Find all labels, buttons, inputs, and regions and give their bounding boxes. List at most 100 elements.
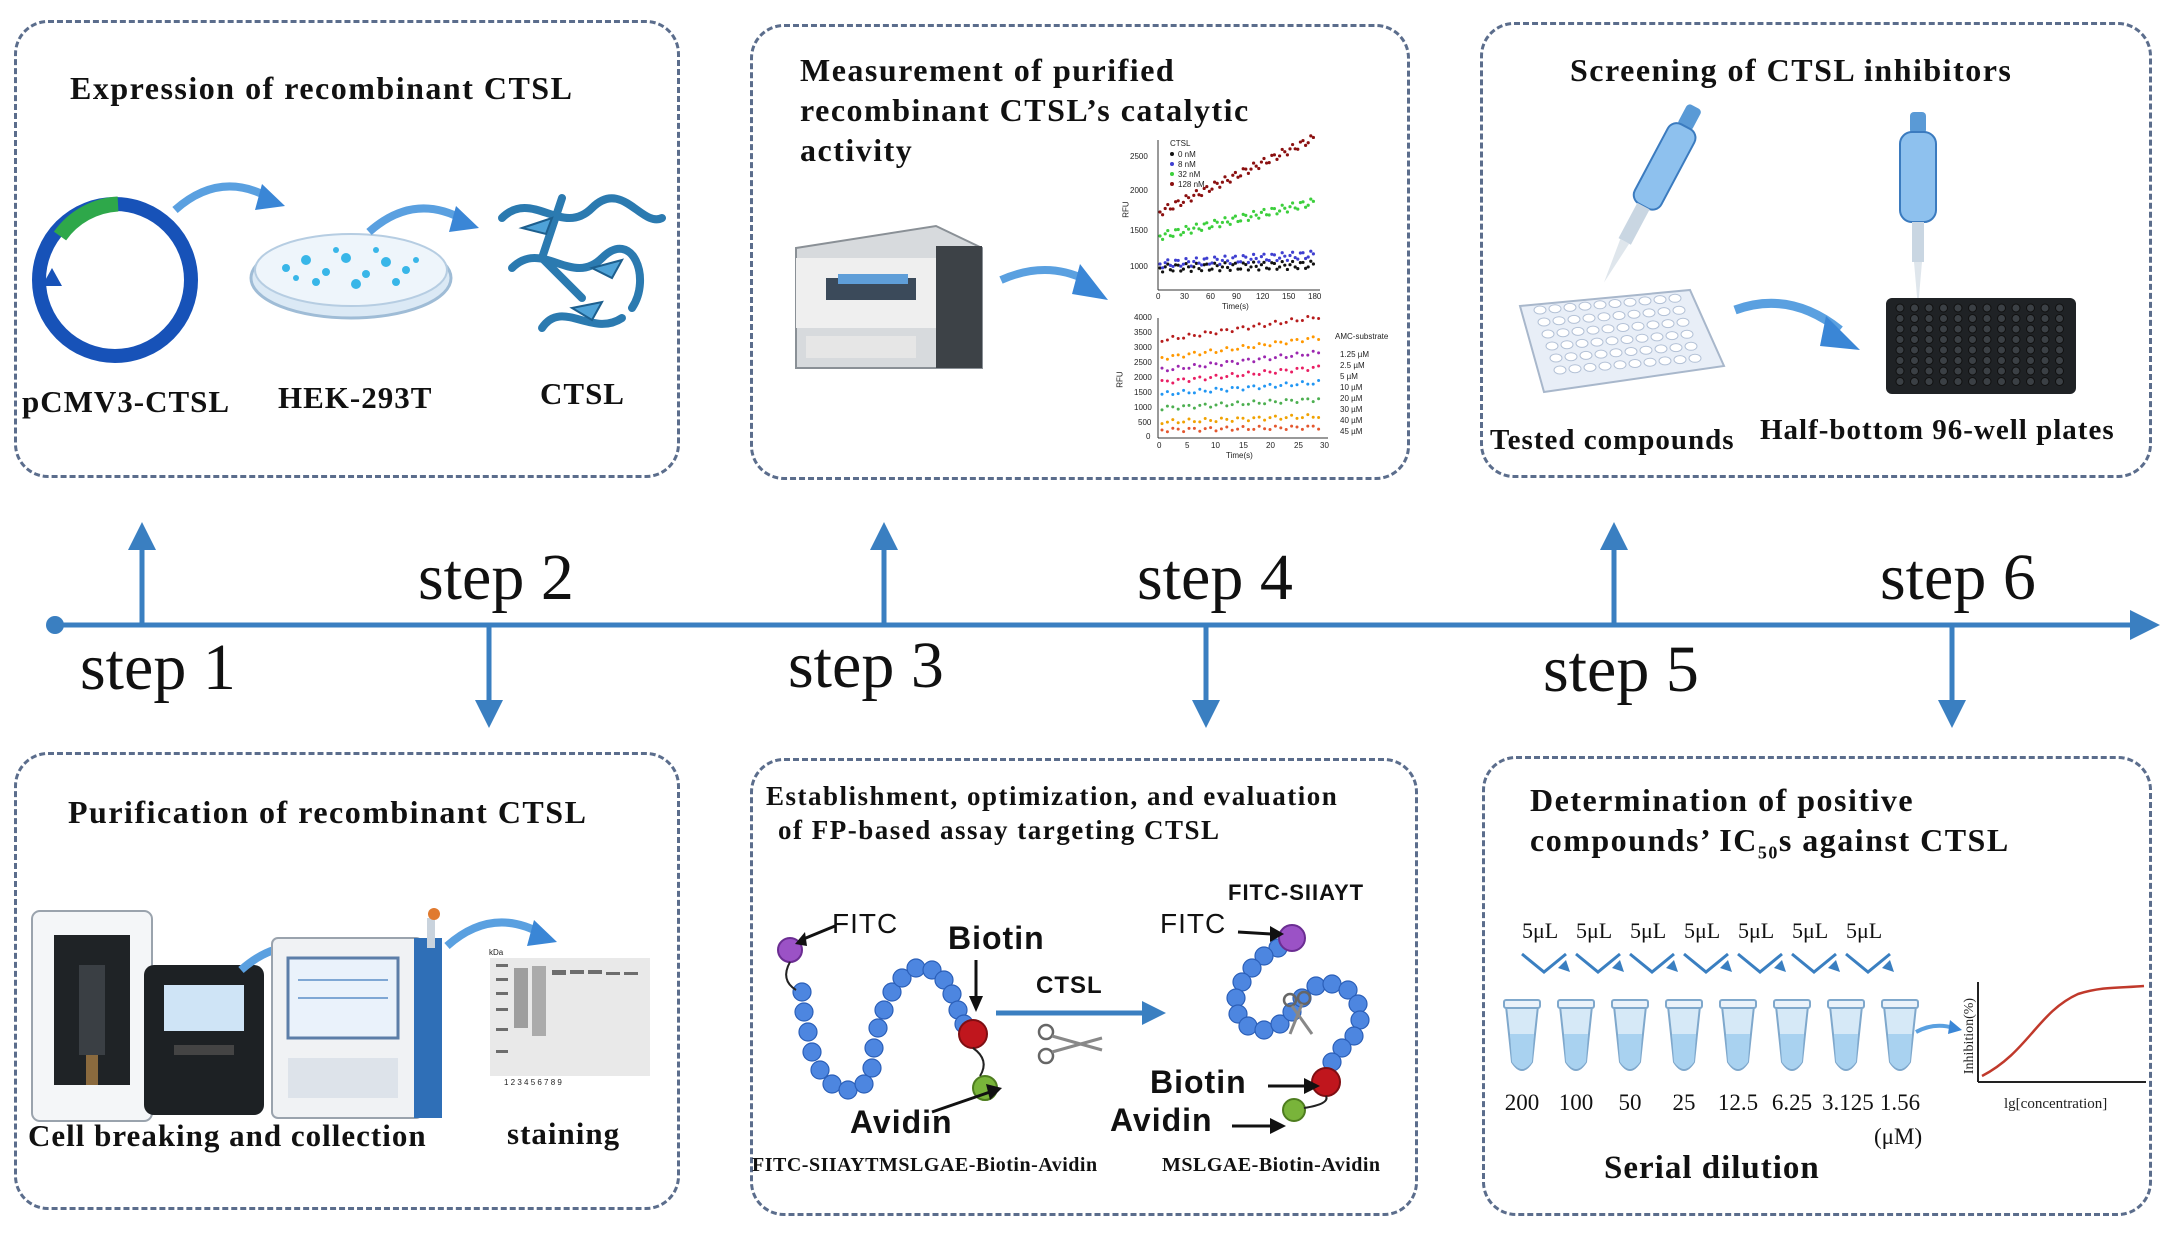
data-point (1203, 402, 1207, 406)
data-point (1295, 416, 1299, 420)
data-point (1279, 401, 1283, 405)
data-point (1290, 354, 1294, 358)
data-point (1210, 225, 1214, 229)
data-point (1189, 199, 1193, 203)
plot2-xtick: 20 (1266, 441, 1275, 450)
plot1-legend-0: 0 nM (1178, 150, 1196, 159)
step-arrow-up (128, 522, 1628, 625)
data-point (1236, 326, 1240, 330)
data-point (1230, 419, 1234, 423)
data-point (1290, 398, 1294, 402)
well (1616, 323, 1630, 332)
data-point (1187, 366, 1191, 370)
peptide-bead (792, 982, 812, 1002)
well (1895, 335, 1905, 344)
data-point (1205, 256, 1209, 260)
data-point (1171, 354, 1175, 358)
data-point (1176, 407, 1180, 411)
panel-screening-title: Screening of CTSL inhibitors (1570, 52, 2013, 88)
data-point (1252, 161, 1256, 165)
well (1586, 325, 1600, 335)
well (1533, 305, 1547, 315)
data-point (1218, 262, 1222, 266)
data-point (1165, 430, 1169, 434)
transfer-volume: 5μL (1684, 918, 1721, 943)
data-point (1215, 220, 1219, 224)
peptide-bead (1226, 988, 1246, 1008)
well (1895, 314, 1905, 323)
data-point (1298, 200, 1302, 205)
plot2-ytick: 1500 (1134, 388, 1152, 397)
concentration-value: 25 (1672, 1090, 1696, 1115)
data-point (1270, 206, 1274, 211)
data-point (1288, 147, 1292, 151)
data-point (1198, 387, 1202, 391)
well (1895, 345, 1905, 355)
data-point (1306, 255, 1310, 259)
data-point (1285, 210, 1289, 214)
data-point (1295, 400, 1299, 404)
gel-lane-numbers: 1 2 3 4 5 6 7 8 9 (504, 1078, 562, 1087)
data-point (1166, 258, 1170, 262)
well (1939, 377, 1948, 386)
data-point (1252, 372, 1256, 376)
data-point (1215, 181, 1219, 185)
plot2-xtick: 10 (1211, 441, 1220, 450)
peptide-bead (1270, 1014, 1290, 1034)
data-point (1301, 251, 1305, 255)
data-point (1239, 260, 1243, 264)
plot1-xtick: 60 (1206, 292, 1215, 301)
panel-activity-title-1: Measurement of purified (800, 52, 1176, 88)
data-point (1176, 263, 1180, 267)
data-point (1187, 417, 1191, 421)
data-point (1241, 167, 1245, 171)
data-point (1179, 203, 1183, 208)
data-point (1241, 344, 1245, 348)
well (1910, 335, 1919, 344)
data-point (1194, 261, 1198, 265)
data-point (1210, 187, 1214, 191)
data-point (1228, 180, 1232, 184)
data-point (1163, 232, 1167, 236)
panel-ic50-title-2b: 50 (1757, 842, 1779, 863)
data-point (1241, 403, 1245, 407)
data-point (1246, 385, 1250, 389)
data-point (1198, 364, 1202, 368)
panel-expression (14, 20, 680, 478)
well (1552, 316, 1566, 326)
transfer-volume: 5μL (1522, 918, 1559, 943)
data-point (1290, 317, 1294, 321)
data-point (1230, 403, 1234, 407)
data-point (1182, 388, 1186, 392)
data-point (1171, 234, 1175, 238)
data-point (1317, 378, 1321, 382)
data-point (1182, 430, 1186, 434)
data-point (1257, 322, 1261, 326)
well (1910, 366, 1919, 376)
data-point (1252, 260, 1256, 264)
panel-ic50-title-2c: s against CTSL (1778, 822, 2010, 858)
data-point (1241, 425, 1245, 429)
gel-kda-label: kDa (489, 948, 504, 957)
data-point (1263, 418, 1267, 422)
well (2011, 314, 2021, 323)
data-point (1182, 377, 1186, 381)
data-point (1209, 361, 1213, 365)
data-point (1241, 261, 1245, 265)
data-point (1236, 427, 1240, 431)
data-point (1187, 332, 1191, 336)
flow-arrow-icon (366, 204, 479, 236)
well (1982, 314, 1992, 323)
plot1-ylabel: RFU (1121, 201, 1131, 218)
data-point (1298, 251, 1302, 255)
data-point (1284, 356, 1288, 360)
concentration-value: 100 (1558, 1090, 1594, 1115)
data-point (1295, 383, 1299, 387)
peptide-bead (854, 1074, 874, 1094)
data-point (1246, 419, 1250, 423)
well (1953, 366, 1963, 376)
data-point (1306, 368, 1310, 372)
well (1895, 377, 1905, 386)
well (1924, 303, 1934, 313)
data-point (1225, 417, 1229, 421)
